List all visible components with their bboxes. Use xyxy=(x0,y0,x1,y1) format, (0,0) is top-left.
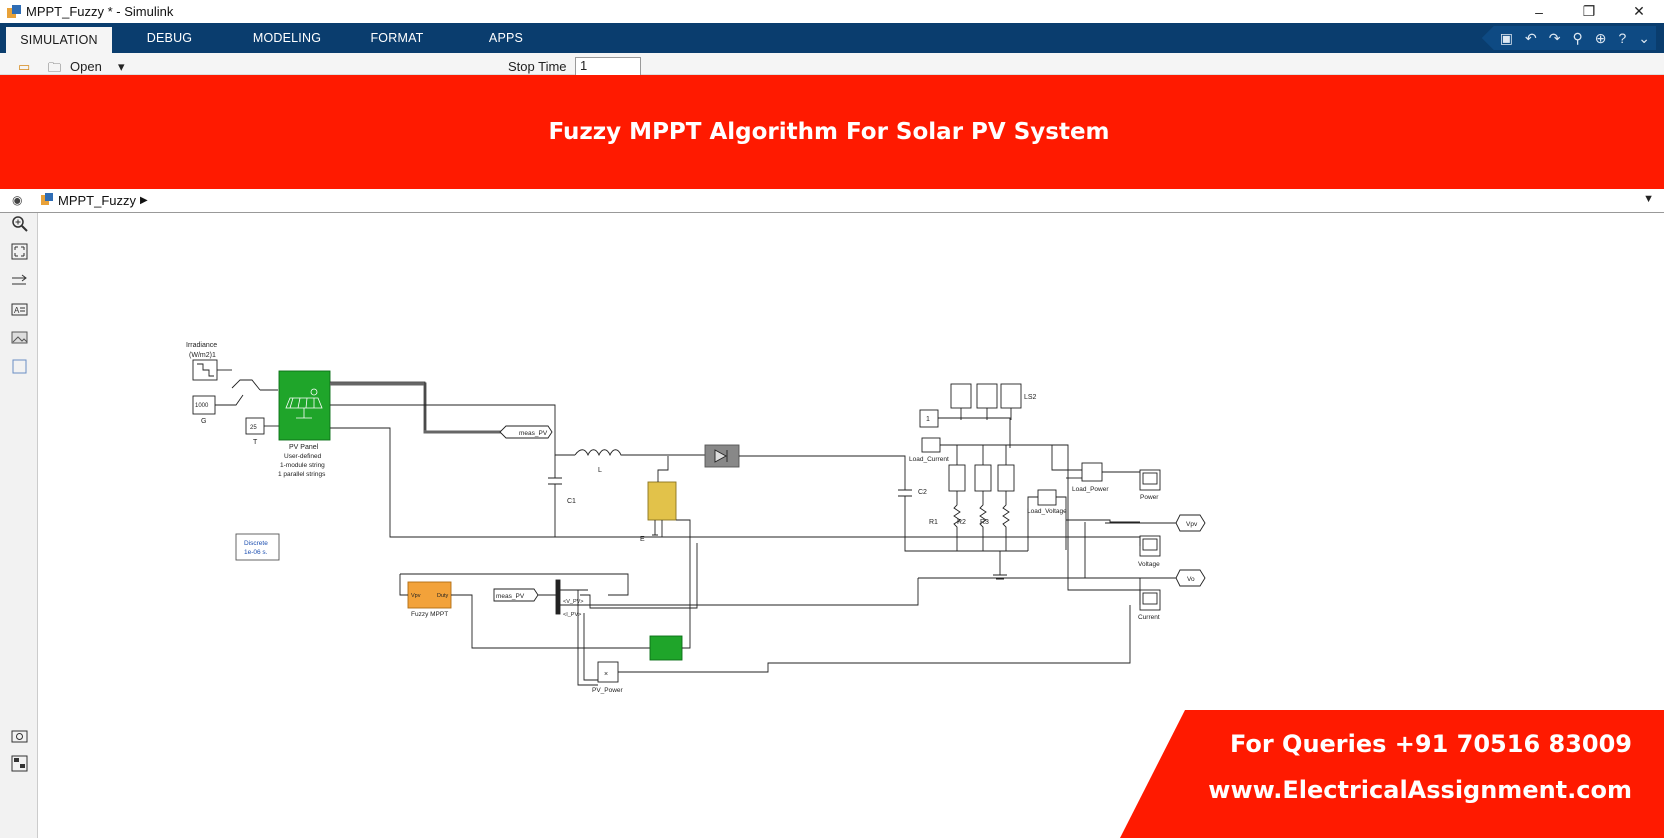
scope-current-label: Current xyxy=(1138,614,1160,621)
help-icon[interactable]: ? xyxy=(1618,30,1627,46)
pv-panel-name: PV Panel xyxy=(289,444,319,451)
load-voltage-label: Load_Voltage xyxy=(1027,508,1067,515)
breadcrumb: MPPT_Fuzzy ▶ xyxy=(40,192,148,209)
breadcrumb-arrow-icon[interactable]: ▶ xyxy=(140,195,148,206)
hide-explorer-icon[interactable]: ◉ xyxy=(12,193,23,207)
goto-meas-pv: meas_PV xyxy=(519,430,548,437)
pv-desc-3: 1 parallel strings xyxy=(278,471,326,478)
breadcrumb-bar: ◉ MPPT_Fuzzy ▶ ▼ xyxy=(0,189,1664,213)
image-icon[interactable] xyxy=(11,329,28,346)
load-power-label: Load_Power xyxy=(1072,486,1109,493)
open-button[interactable]: Open xyxy=(70,59,102,74)
quick-access-toolbar: ▣ ↶ ↷ ⚲ ⊕ ? ⌄ xyxy=(1481,26,1656,50)
fuzzy-mppt-label: Fuzzy MPPT xyxy=(411,611,448,618)
area-icon[interactable] xyxy=(11,358,28,375)
irradiance-label: Irradiance xyxy=(186,342,217,349)
undo-icon[interactable]: ↶ xyxy=(1525,29,1537,46)
ad-website: www.ElectricalAssignment.com xyxy=(1208,776,1632,804)
model-icon xyxy=(40,192,54,209)
c1-label: C1 xyxy=(567,498,576,505)
goto-vo: Vo xyxy=(1187,576,1195,583)
model-browser-icon[interactable] xyxy=(11,755,28,772)
e-label: E xyxy=(640,536,645,543)
constant-1: 1 xyxy=(926,416,930,423)
pv-panel-icon[interactable] xyxy=(285,388,323,419)
redo-icon[interactable]: ↷ xyxy=(1548,29,1561,46)
annotation-icon[interactable]: A xyxy=(11,301,28,318)
minimize-button[interactable]: – xyxy=(1535,3,1543,20)
fuzzy-in-port: Vpv xyxy=(411,593,421,599)
from-meas-pv: meas_PV xyxy=(496,593,525,600)
inductor-label: L xyxy=(598,467,602,474)
fit-to-view-icon[interactable] xyxy=(11,243,28,260)
block-diagram: Irradiance (W/m2)1 1000 G 25 T PV Panel … xyxy=(186,342,1206,694)
zoom-in-icon[interactable] xyxy=(11,215,28,232)
breadcrumb-dropdown-icon[interactable]: ▼ xyxy=(1643,193,1654,205)
pv-desc-2: 1-module string xyxy=(280,462,325,469)
arrow-layout-icon[interactable] xyxy=(11,272,28,289)
c2-label: C2 xyxy=(918,489,927,496)
open-icon: 🗀 xyxy=(48,60,62,75)
selector-v-pv: <V_PV> xyxy=(563,599,584,605)
search-icon[interactable]: ⚲ xyxy=(1572,29,1583,46)
g-label: G xyxy=(201,418,206,425)
ribbon-tabs: SIMULATION DEBUG MODELING FORMAT APPS ▣ … xyxy=(0,23,1664,53)
pv-power-mult: × xyxy=(604,671,608,678)
selector-i-pv: <I_PV> xyxy=(563,612,581,618)
tab-format[interactable]: FORMAT xyxy=(370,31,424,45)
close-button[interactable]: ✕ xyxy=(1633,3,1645,19)
open-dropdown-icon[interactable]: ▾ xyxy=(118,59,125,74)
stop-time-label: Stop Time xyxy=(508,59,567,74)
screenshot-icon[interactable] xyxy=(11,727,28,744)
t-value: 25 xyxy=(250,425,257,431)
breadcrumb-model[interactable]: MPPT_Fuzzy xyxy=(58,193,137,208)
tab-modeling[interactable]: MODELING xyxy=(252,31,322,45)
fuzzy-out-port: Duty xyxy=(437,593,449,599)
title-bar: MPPT_Fuzzy * - Simulink – ❐ ✕ xyxy=(0,0,1664,23)
new-model-icon[interactable]: ▭ xyxy=(18,59,31,74)
g-value: 1000 xyxy=(195,403,209,409)
scope-voltage-label: Voltage xyxy=(1138,561,1160,568)
menu-chevron-icon[interactable]: ⌄ xyxy=(1638,29,1650,46)
save-icon[interactable]: ▣ xyxy=(1499,29,1513,46)
r1-label: R1 xyxy=(929,519,938,526)
irradiance-unit: (W/m2)1 xyxy=(189,352,216,359)
discrete-label: Discrete xyxy=(244,540,268,547)
scope-power-label: Power xyxy=(1140,494,1159,501)
tab-apps[interactable]: APPS xyxy=(488,31,524,45)
toolstrip: ▭ 🗀 Open ▾ Stop Time 1 xyxy=(0,53,1664,77)
title-banner: Fuzzy MPPT Algorithm For Solar PV System xyxy=(0,75,1664,189)
ad-phone: For Queries +91 70516 83009 xyxy=(1229,730,1632,758)
simulink-app-icon xyxy=(6,4,22,20)
window-title: MPPT_Fuzzy * - Simulink xyxy=(26,4,174,19)
stop-time-input[interactable]: 1 xyxy=(575,57,641,77)
block-palette: A xyxy=(0,213,38,838)
sample-time-label: 1e-06 s. xyxy=(244,549,268,556)
tab-simulation[interactable]: SIMULATION xyxy=(6,25,112,53)
t-label: T xyxy=(253,439,258,446)
pv-desc-1: User-defined xyxy=(284,453,322,460)
contact-ad: For Queries +91 70516 83009 www.Electric… xyxy=(1120,710,1664,838)
ls2-label: LS2 xyxy=(1024,394,1037,401)
pv-power-label: PV_Power xyxy=(592,687,624,694)
zoom-icon[interactable]: ⊕ xyxy=(1594,29,1607,46)
r3-label: R3 xyxy=(980,519,989,526)
goto-vpv: Vpv xyxy=(1186,521,1198,528)
restore-button[interactable]: ❐ xyxy=(1582,3,1596,19)
r2-label: R2 xyxy=(957,519,966,526)
svg-text:A: A xyxy=(14,306,20,315)
tab-debug[interactable]: DEBUG xyxy=(146,31,193,45)
load-current-label: Load_Current xyxy=(909,456,949,463)
banner-title: Fuzzy MPPT Algorithm For Solar PV System xyxy=(548,119,1110,145)
